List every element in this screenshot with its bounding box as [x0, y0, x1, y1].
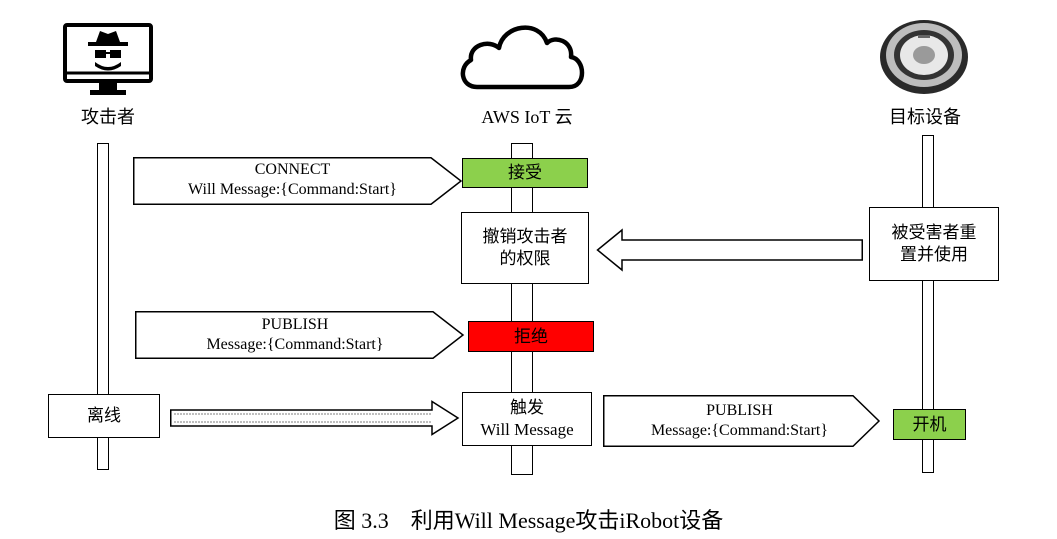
connect-arrow [133, 157, 463, 205]
publish2-arrow [603, 395, 881, 447]
publish1-line2: Message:{Command:Start} [206, 336, 384, 353]
publish1-arrow [135, 311, 465, 359]
actor-target-label: 目标设备 [889, 107, 961, 127]
accept-box: 接受 [462, 158, 588, 188]
publish1-line1: PUBLISH [261, 316, 329, 333]
trigger-box: 触发 Will Message [462, 392, 592, 446]
reject-box: 拒绝 [468, 321, 594, 352]
publish2-line1: PUBLISH [706, 402, 773, 419]
connect-line1: CONNECT [254, 161, 331, 178]
reset-line2: 置并使用 [900, 245, 968, 264]
attacker-lifeline [97, 143, 109, 470]
publish1-label: PUBLISH Message:{Command:Start} [150, 315, 440, 355]
connect-line2: Will Message:{Command:Start} [188, 181, 397, 198]
actor-cloud-label: AWS IoT 云 [481, 107, 573, 127]
revoke-box: 撤销攻击者 的权限 [461, 212, 589, 284]
publish2-line2: Message:{Command:Start} [650, 422, 829, 439]
revoke-line1: 撤销攻击者 [482, 227, 568, 246]
offline-box: 离线 [48, 394, 160, 438]
connect-label: CONNECT Will Message:{Command:Start} [150, 160, 435, 200]
revoke-arrow [596, 228, 863, 272]
power-on-box: 开机 [893, 409, 966, 440]
offline-arrow [170, 400, 460, 436]
reset-line1: 被受害者重 [891, 223, 977, 242]
reset-box: 被受害者重 置并使用 [869, 207, 999, 281]
trigger-line1: 触发 [510, 398, 544, 417]
hacker-monitor-icon [63, 23, 153, 95]
figure-caption: 图 3.3 利用Will Message攻击iRobot设备 [333, 508, 724, 533]
revoke-line2: 的权限 [499, 249, 551, 268]
actor-attacker-label: 攻击者 [81, 107, 135, 127]
irobot-roomba-icon [880, 20, 968, 94]
cloud-icon [460, 25, 585, 90]
publish2-label: PUBLISH Message:{Command:Start} [612, 401, 867, 441]
trigger-line2: Will Message [480, 420, 574, 439]
